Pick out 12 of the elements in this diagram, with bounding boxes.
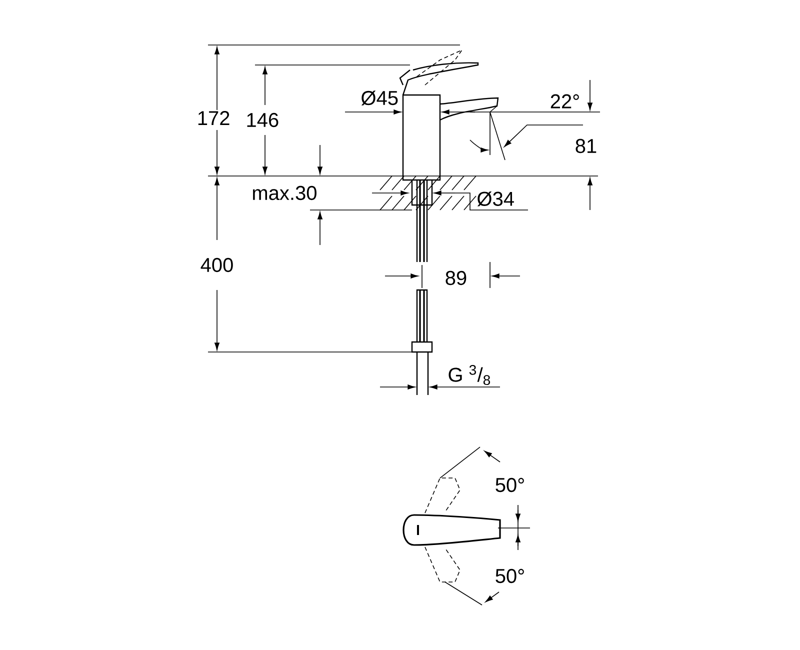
dimension-label: 400 (200, 258, 233, 272)
dimension-label: 22° (550, 94, 579, 108)
dimension-label: Ø34 (477, 191, 514, 206)
dimension-label: Ø45 (361, 90, 398, 106)
dimension-label: 89 (446, 270, 466, 286)
dimension-label: 81 (576, 138, 596, 154)
dimension-label: 50° (496, 478, 524, 492)
dimension-label: 50° (496, 568, 524, 584)
dimension-label: G $^{3}$/$_{8}$ (448, 365, 490, 386)
dimension-label: 172 (198, 111, 230, 125)
dimension-label: max.30 (253, 186, 316, 200)
dimension-label: 146 (247, 112, 278, 128)
